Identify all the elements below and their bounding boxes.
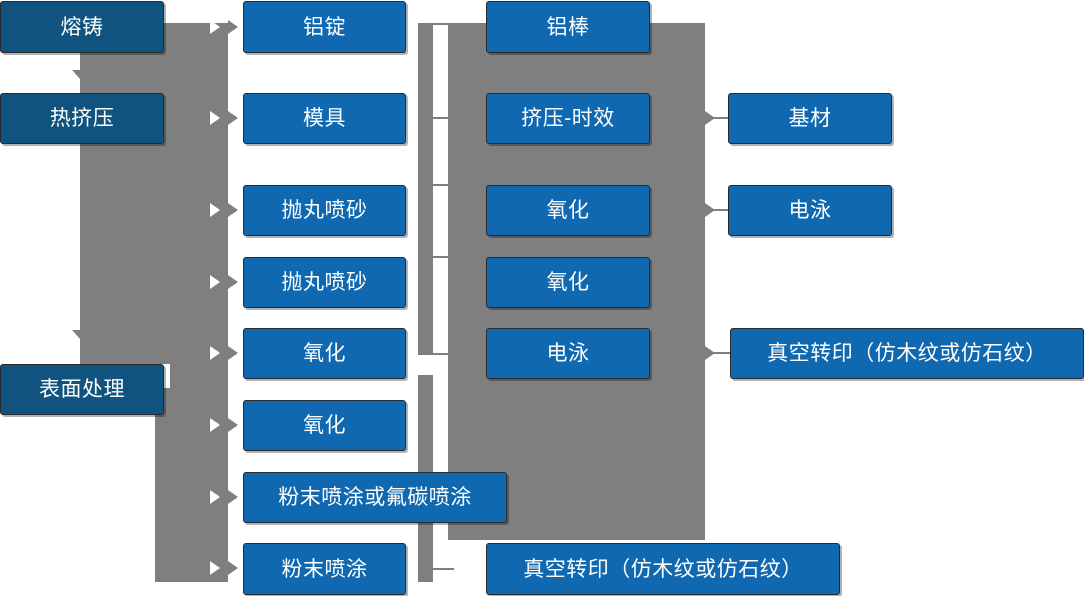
process-label-extrusion-aging: 挤压-时效 [521,107,615,130]
process-label-electrophoresis-2: 电泳 [788,199,832,222]
process-box-shot-blast-2[interactable]: 抛丸喷砂 [243,257,406,308]
down-arrow-icon-melt-to-extrusion [72,70,88,79]
arrow-tail-col2-5 [210,346,220,360]
process-box-vacuum-transfer-2[interactable]: 真空转印（仿木纹或仿石纹） [486,543,840,595]
process-box-powder-or-pvdf-spray[interactable]: 粉末喷涂或氟碳喷涂 [243,472,507,523]
right-arrow-icon-col4-1 [705,111,715,125]
arrow-tail-col2-6 [210,418,220,432]
process-label-mold: 模具 [303,107,346,130]
col4-connector-line-3 [700,352,730,354]
process-box-powder-spray[interactable]: 粉末喷涂 [243,543,406,595]
right-arrow-icon-col2-6 [228,418,238,432]
right-arrow-icon-col4-2 [705,203,715,217]
stage-label-surface-treatment: 表面处理 [39,378,125,401]
collector-stub-6 [432,568,454,570]
collector-stub-3 [432,184,454,186]
stage-box-surface-treatment[interactable]: 表面处理 [0,364,164,415]
right-arrow-icon-col2-3 [228,203,238,217]
process-label-shot-blast-2: 抛丸喷砂 [281,271,368,294]
arrow-tail-col2-7 [210,490,220,504]
process-box-oxidation-2[interactable]: 氧化 [243,400,406,451]
right-arrow-icon-col2-1 [228,20,238,34]
process-box-mold[interactable]: 模具 [243,93,406,144]
process-label-oxidation-3: 氧化 [546,199,590,222]
collector-stub-5 [432,353,454,355]
process-box-electrophoresis-2[interactable]: 电泳 [728,185,892,236]
surface-treatment-link-line [163,389,185,391]
process-label-powder-spray: 粉末喷涂 [281,557,368,581]
down-arrow-icon-extrusion-to-surface [72,330,88,339]
process-label-substrate: 基材 [788,107,832,130]
process-label-powder-or-pvdf-spray: 粉末喷涂或氟碳喷涂 [278,486,472,509]
thin-collector-bar-upper [418,23,433,355]
arrow-tail-col2-4 [210,275,220,289]
right-arrow-icon-col2-8 [228,561,238,575]
process-label-oxidation-4: 氧化 [546,271,590,294]
collector-stub-4 [432,256,454,258]
process-label-electrophoresis-1: 电泳 [546,342,590,365]
process-box-aluminum-ingot[interactable]: 铝锭 [243,1,406,53]
stage-label-melt-cast: 熔铸 [60,15,104,39]
right-arrow-icon-col4-3 [705,346,715,360]
process-box-vacuum-transfer-1[interactable]: 真空转印（仿木纹或仿石纹） [730,328,1084,379]
right-arrow-icon-col2-2 [228,111,238,125]
process-label-shot-blast-1: 抛丸喷砂 [281,199,368,222]
process-label-oxidation-1: 氧化 [303,342,346,365]
process-label-aluminum-ingot: 铝锭 [303,15,346,39]
process-box-electrophoresis-1[interactable]: 电泳 [486,328,650,379]
right-arrow-icon-col2-4 [228,275,238,289]
process-box-oxidation-1[interactable]: 氧化 [243,328,406,379]
process-label-aluminum-bar: 铝棒 [546,15,590,39]
arrow-tail-col2-2 [210,111,220,125]
process-box-oxidation-4[interactable]: 氧化 [486,257,650,308]
stage-box-melt-cast[interactable]: 熔铸 [0,1,164,53]
right-arrow-icon-col2-7 [228,490,238,504]
collector-stub-1 [432,23,454,25]
process-box-aluminum-bar[interactable]: 铝棒 [486,1,650,53]
right-arrow-icon-col2-5 [228,346,238,360]
stage-label-hot-extrusion: 热挤压 [49,107,115,130]
process-label-oxidation-2: 氧化 [303,414,346,437]
arrow-tail-col2-8 [210,561,220,575]
collector-stub-2 [432,117,454,119]
process-box-extrusion-aging[interactable]: 挤压-时效 [486,93,650,144]
arrow-tail-col2-3 [210,203,220,217]
process-box-shot-blast-1[interactable]: 抛丸喷砂 [243,185,406,236]
process-box-oxidation-3[interactable]: 氧化 [486,185,650,236]
process-label-vacuum-transfer-1: 真空转印（仿木纹或仿石纹） [767,342,1047,365]
arrow-tail-col2-1 [210,20,220,34]
stage-box-hot-extrusion[interactable]: 热挤压 [0,93,164,144]
process-label-vacuum-transfer-2: 真空转印（仿木纹或仿石纹） [523,557,803,581]
process-box-substrate[interactable]: 基材 [728,93,892,144]
